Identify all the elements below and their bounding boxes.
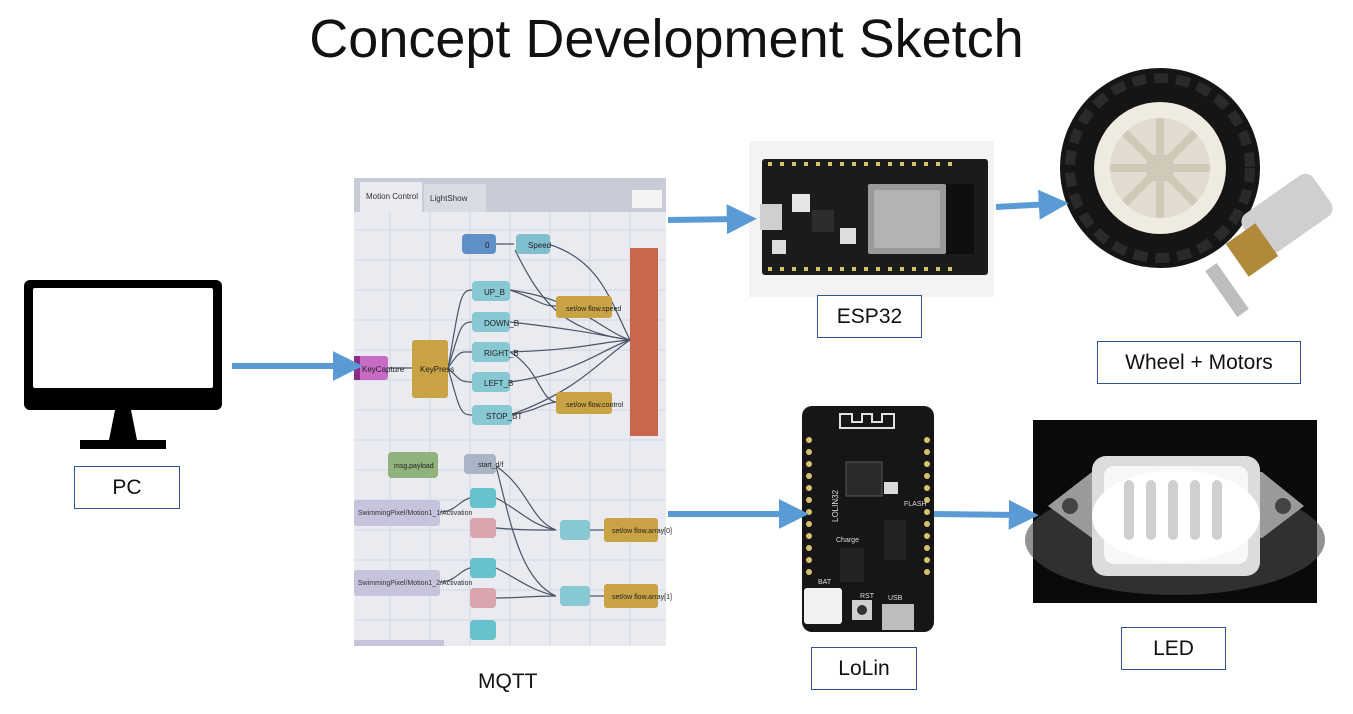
mqtt-label: MQTT [478,670,538,693]
svg-text:BAT: BAT [818,579,832,586]
svg-text:DOWN_B: DOWN_B [484,319,519,328]
svg-text:KeyPress: KeyPress [420,365,454,374]
svg-text:Speed: Speed [528,241,551,250]
lolin-board-image: LOLIN32 Charge BAT USB RST FLASH [802,406,934,632]
wheel-motor-image [1060,68,1333,317]
svg-text:msg.payload: msg.payload [394,463,434,470]
arrow-esp32-to-wheel [995,189,1069,220]
svg-text:SwimmingPixel/Motion1_2/Activa: SwimmingPixel/Motion1_2/Activation [358,580,472,587]
svg-text:FLASH: FLASH [904,501,927,508]
svg-text:Motion Control: Motion Control [366,192,418,201]
arrow-mqtt-to-esp32 [667,204,757,235]
svg-text:Charge: Charge [836,537,859,544]
monitor-icon [24,280,222,449]
svg-text:0: 0 [485,241,490,250]
svg-text:start_d/f: start_d/f [478,462,503,469]
svg-text:KeyCapture: KeyCapture [362,365,405,374]
led-label: LED [1121,627,1226,670]
svg-text:set/ow flow.speed: set/ow flow.speed [566,306,621,313]
esp32-board-image [749,141,994,297]
arrow-lolin-to-led [933,499,1039,530]
svg-text:LOLIN32: LOLIN32 [831,489,840,522]
svg-text:LightShow: LightShow [430,194,468,203]
svg-text:set/ow flow.array[0]: set/ow flow.array[0] [612,528,672,535]
svg-text:UP_B: UP_B [484,288,505,297]
lolin-label: LoLin [811,647,917,690]
svg-text:set/ow flow.array[1]: set/ow flow.array[1] [612,594,672,601]
esp32-label: ESP32 [817,295,922,338]
svg-text:STOP_BT: STOP_BT [486,412,522,421]
led-image [1025,420,1325,603]
pc-label: PC [74,466,180,509]
wheel-motors-label: Wheel + Motors [1097,341,1301,384]
svg-text:USB: USB [888,595,903,602]
page-title: Concept Development Sketch [309,9,1024,69]
svg-text:RST: RST [860,593,875,600]
svg-text:SwimmingPixel/Motion1_1/Activa: SwimmingPixel/Motion1_1/Activation [358,510,472,517]
svg-text:RIGHT_B: RIGHT_B [484,349,519,358]
svg-text:LEFT_B: LEFT_B [484,379,513,388]
mqtt-flow-screenshot: Motion Control LightShow [354,178,672,646]
svg-text:set/ow flow.control: set/ow flow.control [566,402,624,409]
